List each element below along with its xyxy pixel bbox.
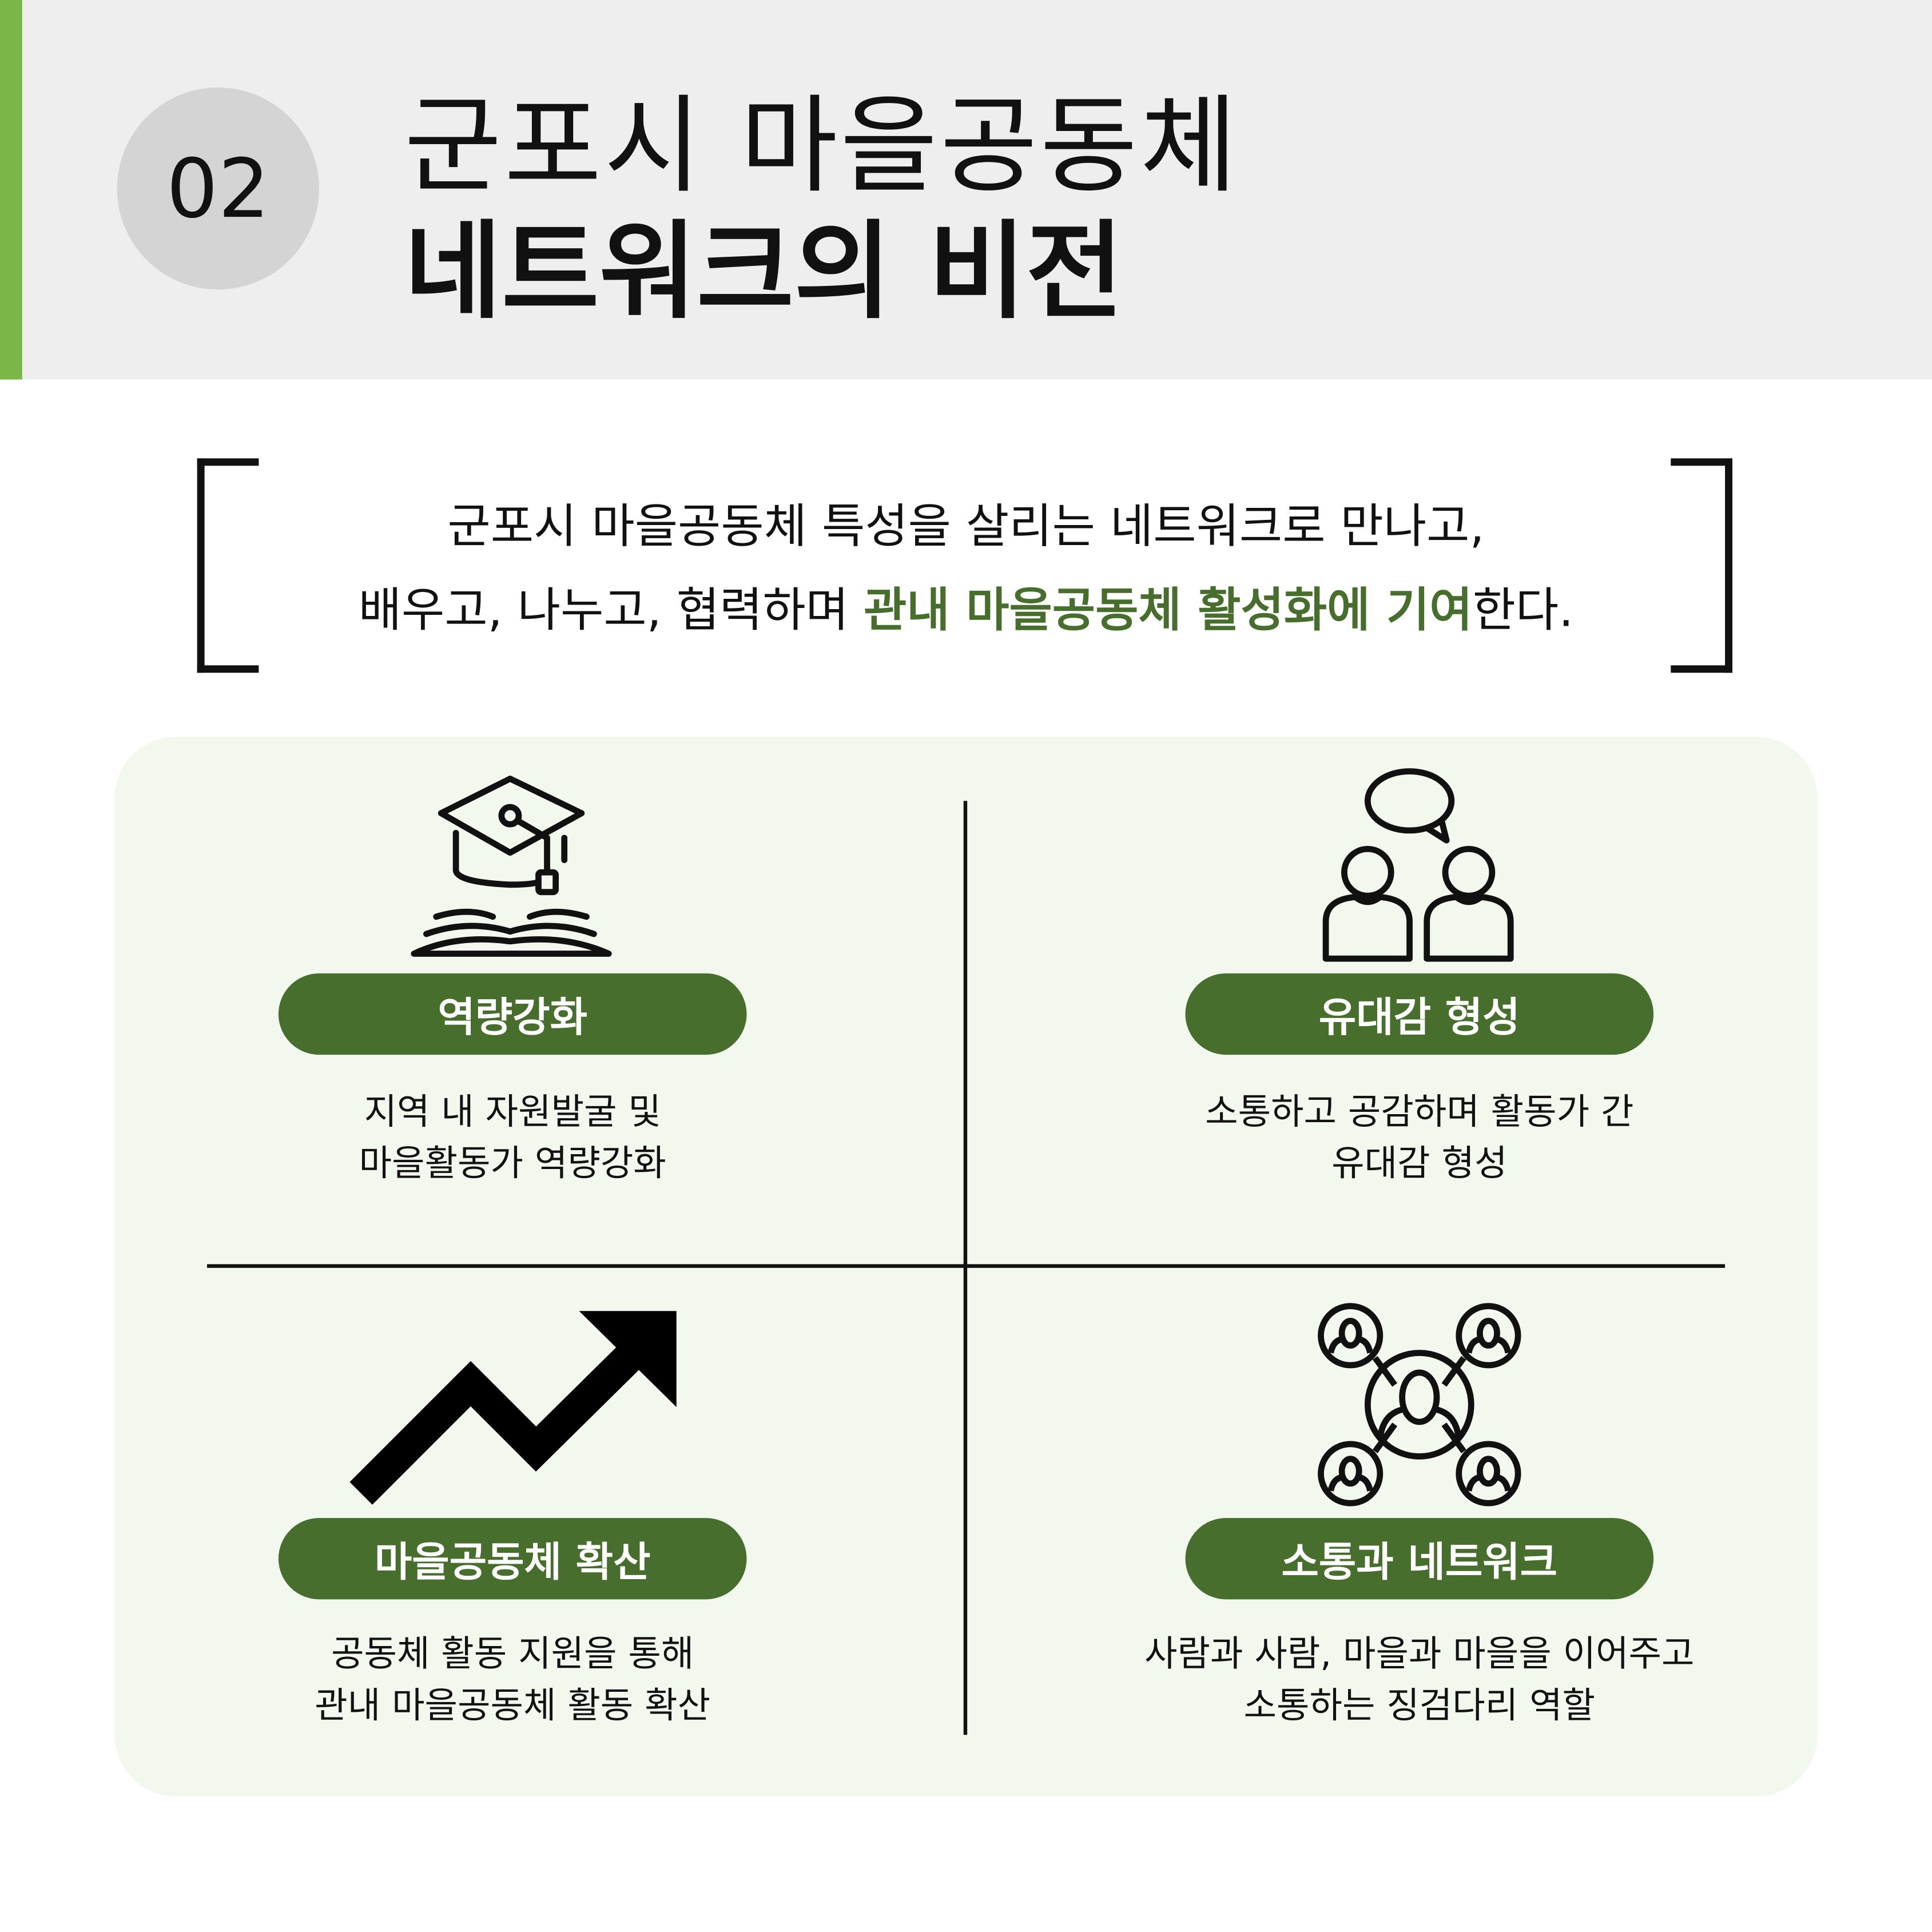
desc-line: 사람과 사람, 마을과 마을을 이어주고	[1144, 1632, 1695, 1675]
right-bracket	[1671, 458, 1733, 673]
section-number-badge: 02	[117, 87, 319, 290]
desc-line: 지역 내 자원발굴 및	[364, 1090, 661, 1132]
accent-bar	[0, 0, 22, 380]
network-people-icon	[1314, 1299, 1526, 1511]
title-line2: 네트워크의 비전	[404, 210, 1124, 334]
pill-expansion: 마을공동체 확산	[278, 1518, 747, 1600]
desc-line: 관내 마을공동체 활동 확산	[315, 1684, 711, 1727]
mission-text-end: 한다.	[1472, 583, 1574, 637]
header	[0, 0, 1932, 380]
desc-line: 소통하고 공감하며 활동가 간	[1205, 1090, 1634, 1132]
graduation-cap-book-icon	[411, 776, 612, 957]
divider-horizontal	[206, 1264, 1726, 1268]
mission-line1: 군포시 마을공동체 특성을 살리는 네트워크로 만나고,	[447, 499, 1485, 554]
desc-line: 유대감 형성	[1331, 1142, 1508, 1184]
pill-bonding: 유대감 형성	[1185, 973, 1654, 1055]
mission-line2: 배우고, 나누고, 협력하며 관내 마을공동체 활성화에 기여한다.	[247, 572, 1685, 639]
left-bracket	[197, 458, 259, 673]
divider-vertical	[963, 801, 968, 1735]
desc-line: 공동체 활동 지원을 통해	[331, 1632, 694, 1675]
pill-capacity: 역량강화	[278, 973, 747, 1055]
mission-text: 배우고, 나누고, 협력하며	[358, 583, 864, 637]
desc-line: 마을활동가 역량강화	[359, 1142, 666, 1184]
title-line1: 군포시 마을공동체	[404, 85, 1240, 209]
pill-network: 소통과 네트워크	[1185, 1518, 1654, 1600]
desc-line: 소통하는 징검다리 역할	[1243, 1684, 1596, 1727]
trend-up-arrow-icon	[349, 1311, 677, 1505]
mission-highlight: 관내 마을공동체 활성화에 기여	[863, 583, 1473, 637]
people-speech-bubble-icon	[1322, 768, 1514, 962]
